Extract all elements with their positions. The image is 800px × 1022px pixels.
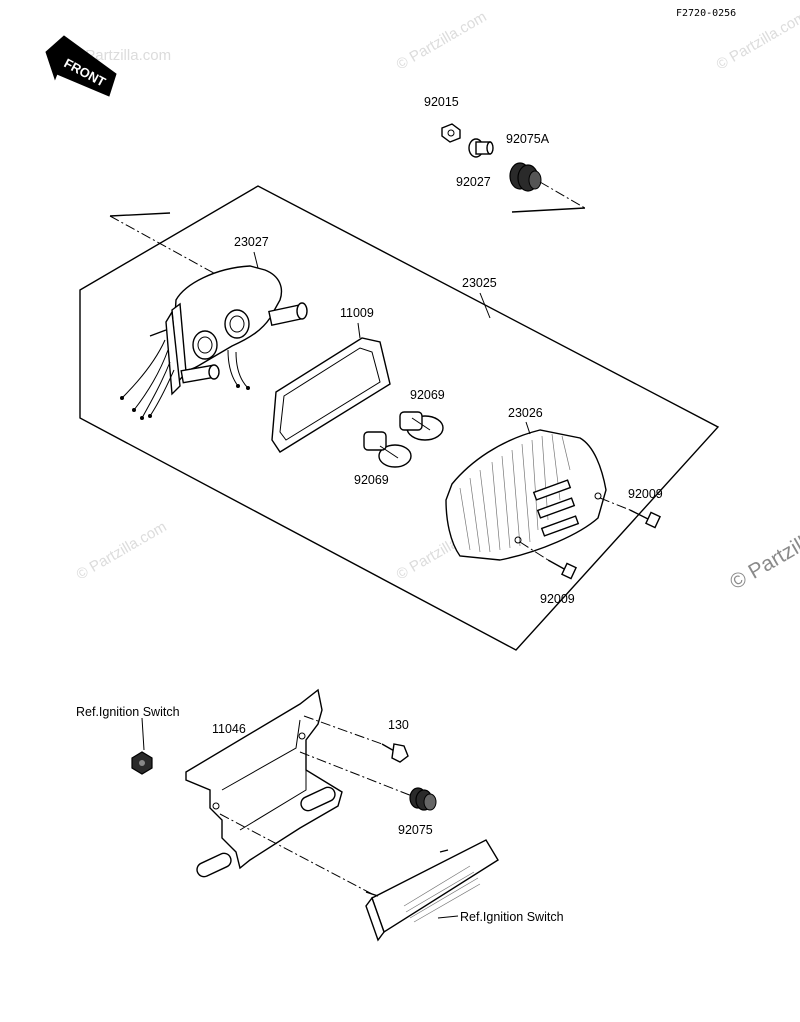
part-label-92075A: 92075A xyxy=(506,132,550,146)
part-label-92069-top: 92069 xyxy=(410,388,445,402)
watermark: © Partzilla.com xyxy=(394,8,490,73)
top-hardware xyxy=(441,123,586,213)
part-label-23026: 23026 xyxy=(508,406,543,420)
part-label-11009: 11009 xyxy=(340,306,374,320)
part-label-11046: 11046 xyxy=(212,722,246,736)
base-23027 xyxy=(120,265,308,420)
part-label-92009-bottom: 92009 xyxy=(540,592,575,606)
screw-92009-right xyxy=(599,497,661,529)
tail-light-assembly-outline xyxy=(79,185,720,651)
bulb-92069-lower xyxy=(363,431,412,468)
screw-92009-bottom xyxy=(519,541,577,580)
bulb-92069-upper xyxy=(399,411,444,441)
ref-ignition-switch-label-top: Ref.Ignition Switch xyxy=(76,705,180,719)
part-label-92069-bottom: 92069 xyxy=(354,473,389,487)
part-label-92015: 92015 xyxy=(424,95,459,109)
watermark-edge: © Partzilla xyxy=(726,526,800,594)
part-label-92027: 92027 xyxy=(456,175,491,189)
ref-ignition-switch-label-bottom: Ref.Ignition Switch xyxy=(460,910,564,924)
figure-code: F2720-0256 xyxy=(676,8,736,19)
bracket-11046 xyxy=(185,688,343,878)
grommet-92075 xyxy=(299,751,437,811)
nut-ref-ignition xyxy=(131,717,153,775)
part-label-92075: 92075 xyxy=(398,823,433,837)
part-label-130: 130 xyxy=(388,718,409,732)
lens-23026 xyxy=(445,429,607,561)
part-label-92009-right: 92009 xyxy=(628,487,663,501)
gasket-11009 xyxy=(271,337,391,453)
bolt-130 xyxy=(303,715,409,763)
part-label-23025: 23025 xyxy=(462,276,497,290)
part-label-23027: 23027 xyxy=(234,235,269,249)
reflector xyxy=(219,813,499,942)
front-arrow-icon: FRONT xyxy=(45,35,117,97)
nut-92015 xyxy=(441,123,461,143)
watermark: © Partzilla.com xyxy=(74,518,170,583)
